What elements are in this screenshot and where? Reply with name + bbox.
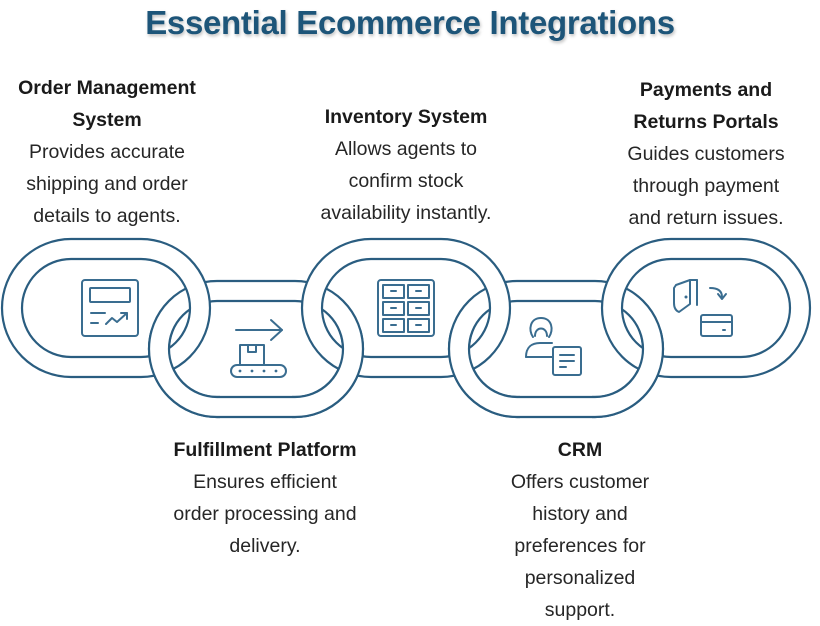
chain-interlock-overlays [147, 330, 665, 419]
integration-description: shipping and order [26, 173, 188, 195]
integration-description: confirm stock [348, 170, 464, 192]
integration-description: through payment [632, 175, 780, 197]
integration-description: delivery. [229, 535, 301, 557]
payment-return-icon [673, 279, 733, 337]
conveyor-package-icon [230, 319, 287, 378]
integration-payments-returns: Payments and Returns Portals Guides cust… [600, 74, 812, 234]
integration-crm: CRM Offers customer history and preferen… [480, 434, 680, 626]
integration-description: preferences for [514, 535, 646, 557]
integration-title: System [72, 109, 142, 131]
integration-order-management: Order Management System Provides accurat… [0, 72, 214, 232]
integration-description: order processing and [173, 503, 357, 525]
integration-description: details to agents. [33, 205, 181, 227]
integration-description: and return issues. [628, 207, 784, 229]
integration-fulfillment-platform: Fulfillment Platform Ensures efficient o… [140, 434, 390, 562]
integration-description: availability instantly. [320, 202, 492, 224]
integration-description: personalized [524, 567, 636, 589]
integration-description: Provides accurate [28, 141, 186, 163]
integration-title: Order Management [18, 77, 196, 99]
integration-description: history and [532, 503, 628, 525]
integration-title: Returns Portals [633, 111, 779, 133]
integration-inventory-system: Inventory System Allows agents to confir… [296, 101, 516, 229]
integration-description: Ensures efficient [193, 471, 337, 493]
integration-description: Guides customers [627, 143, 785, 165]
chain-link-5 [600, 237, 812, 379]
integration-title: CRM [557, 439, 603, 461]
integration-description: Offers customer [510, 471, 650, 493]
chain-link-3 [300, 237, 512, 379]
inventory-drawers-icon [377, 279, 435, 337]
integration-description: Allows agents to [335, 138, 477, 160]
order-dashboard-icon [81, 279, 139, 337]
page-title: Essential Ecommerce Integrations [145, 4, 675, 41]
chain-link-1 [0, 237, 212, 379]
integration-title: Payments and [639, 79, 773, 101]
integration-title: Fulfillment Platform [173, 439, 357, 461]
integration-title: Inventory System [324, 106, 488, 128]
customer-profile-icon [525, 317, 582, 376]
integration-description: support. [544, 599, 616, 621]
